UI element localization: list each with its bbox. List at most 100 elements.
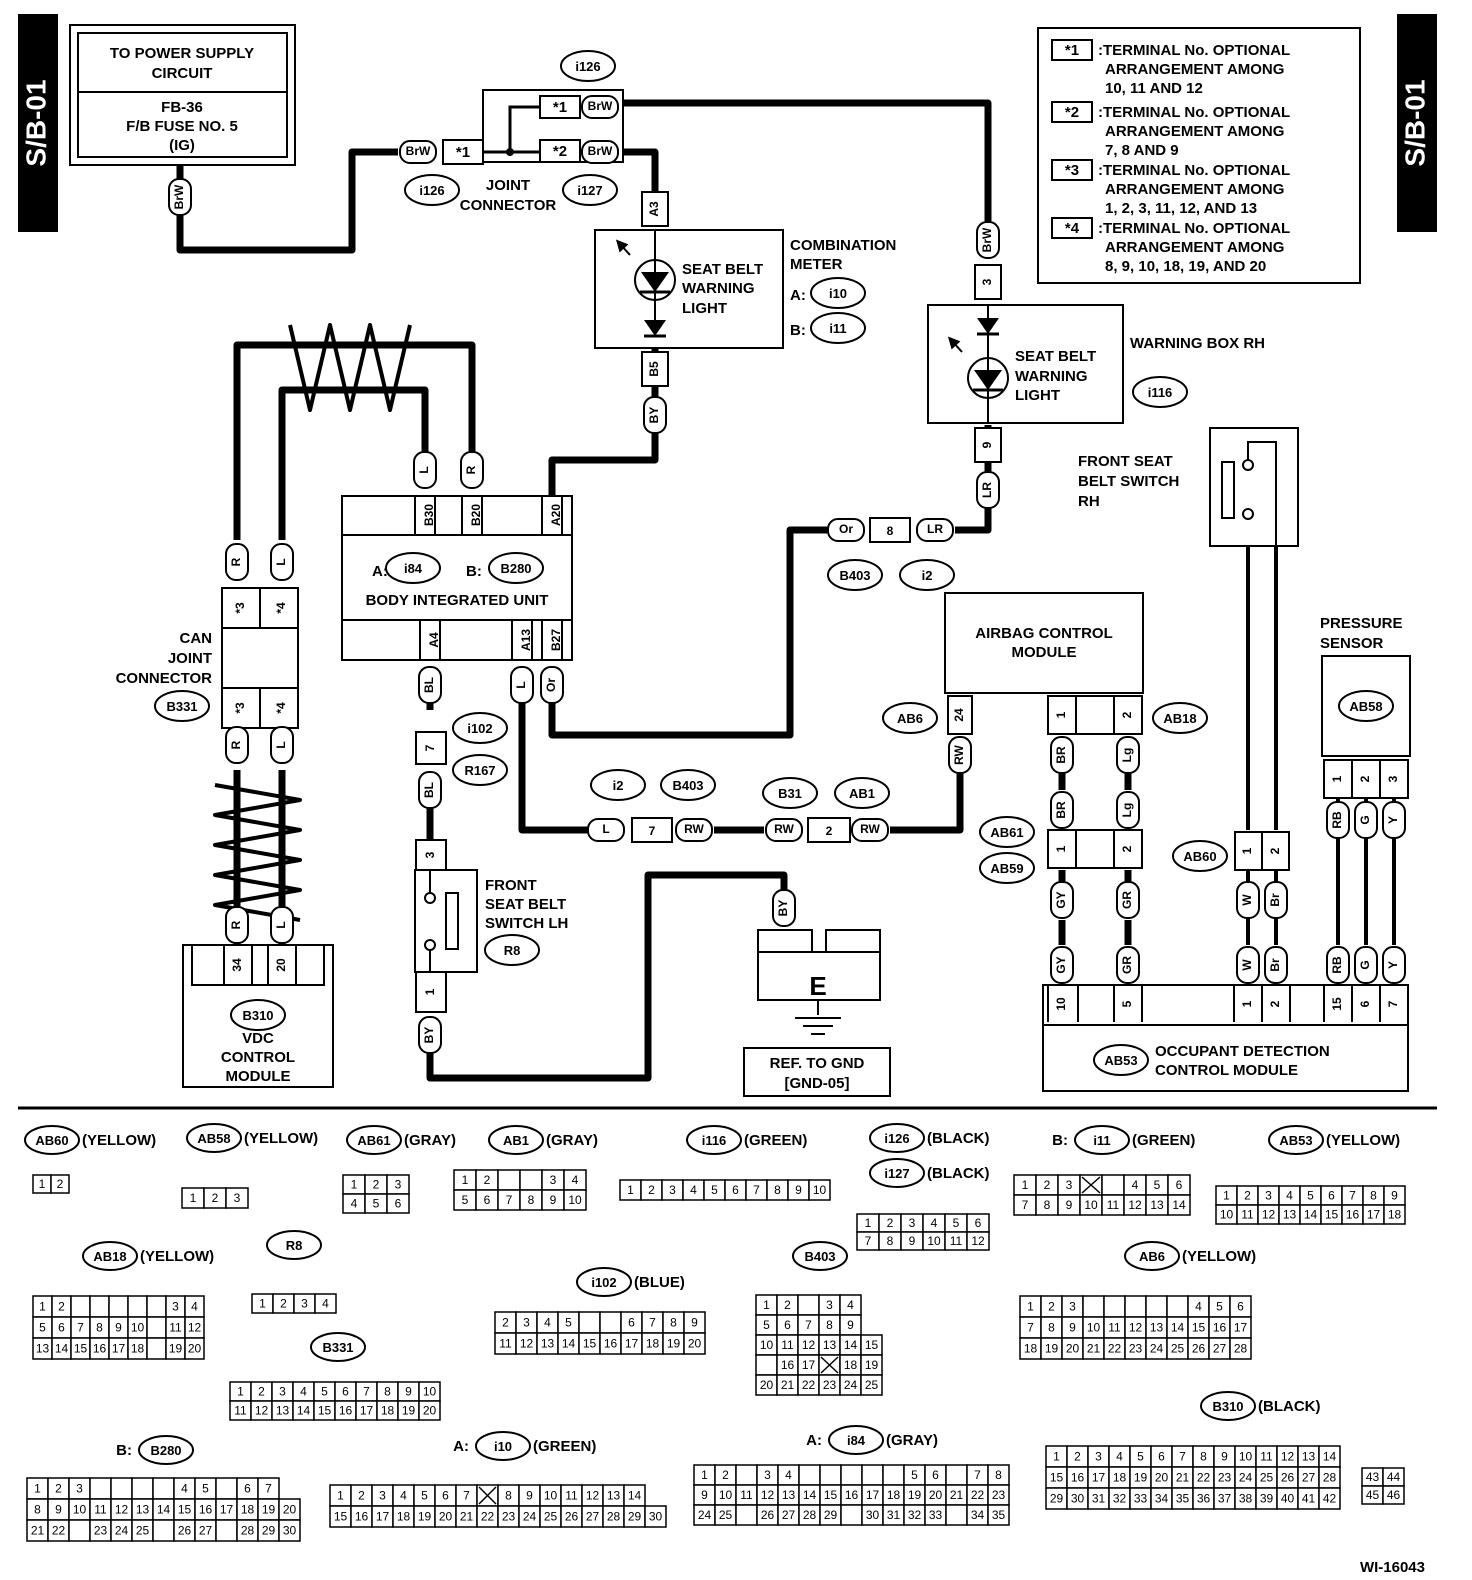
svg-text:15: 15 <box>334 1510 348 1524</box>
can-joint-connector: *3 *4 *3 *4 CAN JOINT CONNECTOR <box>116 587 299 729</box>
svg-text:24: 24 <box>844 1378 858 1392</box>
svg-text:SENSOR: SENSOR <box>1320 635 1384 652</box>
connector-id-i84: i84 <box>385 552 441 584</box>
svg-text:1: 1 <box>39 1177 46 1191</box>
svg-text:3: 3 <box>1066 1178 1073 1192</box>
svg-text:3: 3 <box>550 1173 557 1187</box>
svg-text:12: 12 <box>1129 1321 1143 1335</box>
svg-text:34: 34 <box>230 958 244 972</box>
svg-text:7: 7 <box>1349 1189 1356 1203</box>
svg-text:6: 6 <box>628 1316 635 1330</box>
wire-color-BY: BY <box>418 1016 442 1054</box>
svg-text:R: R <box>229 920 243 929</box>
svg-text:3: 3 <box>826 1298 833 1312</box>
svg-text:14: 14 <box>1172 1198 1186 1212</box>
svg-text:4: 4 <box>572 1173 579 1187</box>
legend-label-AB58: AB58(YELLOW) <box>186 1123 318 1153</box>
legend-label-i102: i102(BLUE) <box>576 1267 685 1297</box>
svg-text:14: 14 <box>157 1503 171 1517</box>
svg-text:26: 26 <box>1192 1342 1206 1356</box>
svg-text:17: 17 <box>112 1342 126 1356</box>
svg-text:L: L <box>274 558 288 565</box>
svg-text:6: 6 <box>1328 1189 1335 1203</box>
wire-color-RB: RB <box>1326 801 1350 839</box>
wire-color-Y: Y <box>1382 946 1406 984</box>
svg-text:6: 6 <box>1237 1300 1244 1314</box>
svg-text:AIRBAG CONTROL: AIRBAG CONTROL <box>975 625 1113 642</box>
connector-id-AB53: AB53 <box>1093 1044 1149 1076</box>
note-1: *1 :TERMINAL No. OPTIONAL ARRANGEMENT AM… <box>1051 39 1290 97</box>
svg-text:FRONT SEAT: FRONT SEAT <box>1078 453 1173 470</box>
connector-ab61-ab59: 1 2 <box>1047 829 1143 869</box>
svg-text:1: 1 <box>337 1489 344 1503</box>
svg-text:13: 13 <box>36 1342 50 1356</box>
svg-text:B27: B27 <box>549 629 563 651</box>
svg-text:2: 2 <box>784 1298 791 1312</box>
svg-text:2: 2 <box>887 1216 894 1230</box>
svg-text:GY: GY <box>1054 956 1068 973</box>
svg-text:10: 10 <box>1084 1198 1098 1212</box>
svg-text:9: 9 <box>847 1318 854 1332</box>
svg-text:28: 28 <box>803 1508 817 1522</box>
svg-text:B280: B280 <box>500 561 531 576</box>
svg-text:AB18: AB18 <box>1163 711 1196 726</box>
svg-text:6: 6 <box>784 1318 791 1332</box>
svg-text:GR: GR <box>1120 891 1134 909</box>
svg-text:RH: RH <box>1078 493 1100 510</box>
svg-text:18: 18 <box>887 1488 901 1502</box>
svg-text:AB61: AB61 <box>357 1133 390 1148</box>
svg-text:20: 20 <box>274 958 288 972</box>
svg-text:4: 4 <box>351 1197 358 1211</box>
svg-text:AB1: AB1 <box>849 786 875 801</box>
svg-text:5: 5 <box>1120 1000 1134 1007</box>
svg-text:SWITCH LH: SWITCH LH <box>485 915 568 932</box>
svg-text:14: 14 <box>628 1489 642 1503</box>
svg-text:11: 11 <box>169 1321 182 1335</box>
svg-text:10: 10 <box>1054 997 1068 1011</box>
svg-text:5: 5 <box>711 1183 718 1197</box>
svg-text:E: E <box>809 971 826 1001</box>
svg-text:9: 9 <box>550 1193 557 1207</box>
svg-text:11: 11 <box>1108 1321 1121 1335</box>
wire-color-BrW: BrW <box>168 178 192 216</box>
svg-text:2: 2 <box>722 1468 729 1482</box>
svg-text:(GREEN): (GREEN) <box>1132 1132 1195 1149</box>
svg-text:A3: A3 <box>647 201 661 217</box>
svg-text:25: 25 <box>865 1378 879 1392</box>
svg-text:2: 2 <box>57 1177 64 1191</box>
svg-text:2: 2 <box>280 1297 287 1311</box>
connector-id-AB1: AB1 <box>834 777 890 809</box>
figure-id: WI-16043 <box>1360 1559 1425 1576</box>
svg-text:CIRCUIT: CIRCUIT <box>152 65 213 82</box>
svg-text:18: 18 <box>1024 1342 1038 1356</box>
svg-text:3: 3 <box>1069 1300 1076 1314</box>
svg-text:BrW: BrW <box>980 227 994 252</box>
svg-text:11: 11 <box>499 1337 512 1351</box>
legend-label-i84: A:i84(GRAY) <box>806 1425 938 1455</box>
svg-text:AB58: AB58 <box>197 1131 230 1146</box>
svg-text:1: 1 <box>462 1173 469 1187</box>
svg-text:19: 19 <box>865 1358 879 1372</box>
svg-text:16: 16 <box>339 1404 353 1418</box>
svg-text:BR: BR <box>1054 746 1068 764</box>
svg-text:RW: RW <box>684 822 704 836</box>
wire-color-BY: BY <box>772 889 796 927</box>
svg-text:B403: B403 <box>839 568 870 583</box>
wire-color-Lg: Lg <box>1116 736 1140 774</box>
svg-text:2: 2 <box>1074 1450 1081 1464</box>
svg-text:2: 2 <box>258 1385 265 1399</box>
wire-color-RB: RB <box>1326 946 1350 984</box>
note-3: *3 :TERMINAL No. OPTIONAL ARRANGEMENT AM… <box>1051 159 1290 217</box>
svg-text:3: 3 <box>279 1385 286 1399</box>
legend-label-B310: B310(BLACK) <box>1200 1391 1320 1421</box>
svg-text:GY: GY <box>1054 891 1068 908</box>
svg-text:14: 14 <box>55 1342 69 1356</box>
svg-text:1: 1 <box>351 1178 358 1192</box>
svg-text:14: 14 <box>1304 1208 1318 1222</box>
svg-text:8: 8 <box>887 524 894 538</box>
svg-text:8: 8 <box>505 1489 512 1503</box>
wire-color-L: L <box>270 726 294 764</box>
